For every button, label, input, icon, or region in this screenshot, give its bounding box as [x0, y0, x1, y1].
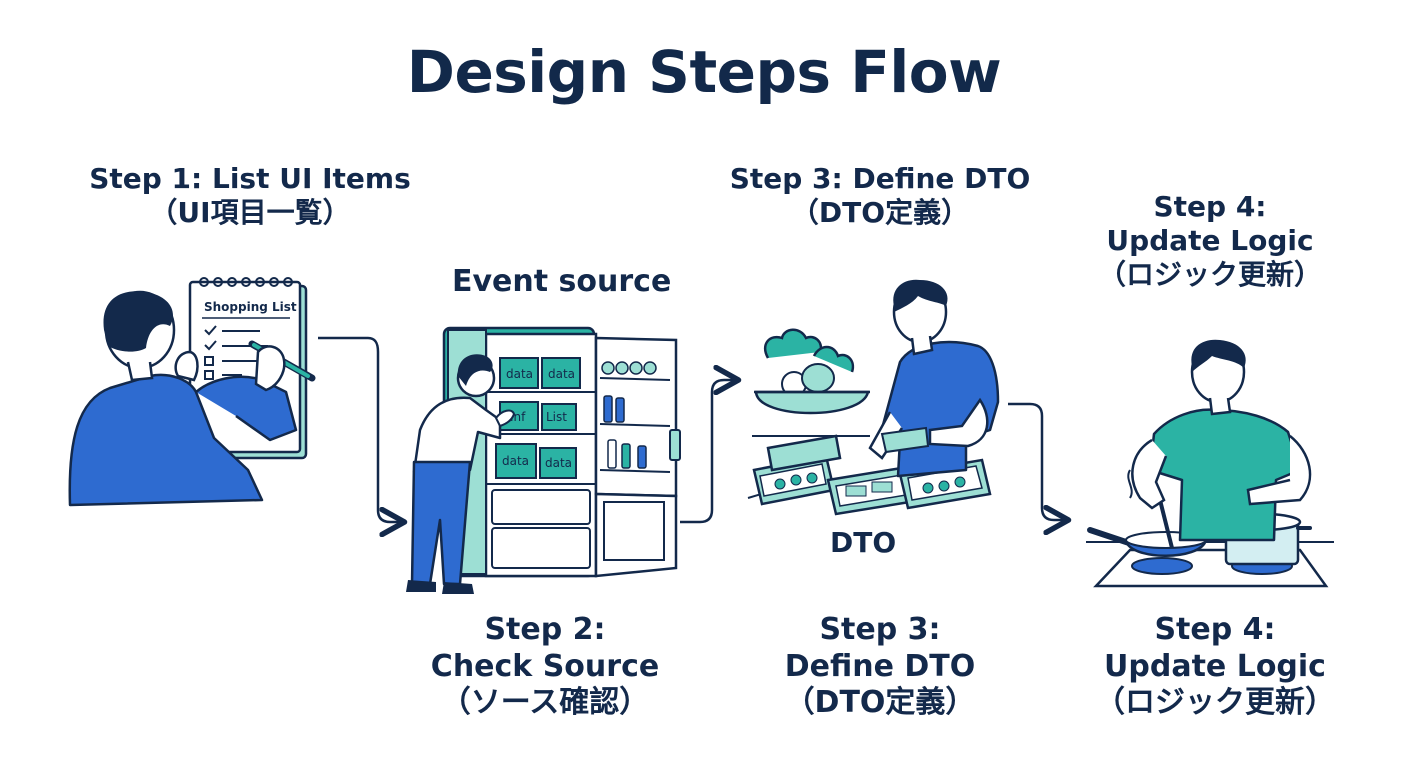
salad-bowl-icon: [754, 328, 870, 415]
step1-illustration: Shopping List: [68, 277, 316, 507]
step2-illustration: data data Inf List data data: [406, 326, 681, 594]
flow-arrow-3: [1008, 402, 1066, 520]
fridge-tag: data: [502, 454, 529, 468]
notepad-title: Shopping List: [204, 300, 297, 314]
fridge-tag: data: [545, 456, 572, 470]
dto-container-icon: [752, 434, 992, 516]
step1-subtitle: （UI項目一覧）: [149, 196, 351, 230]
flow-arrow-1: [318, 336, 402, 522]
step4-top-title: Step 4:: [1153, 190, 1267, 223]
step3-name: Define DTO: [784, 648, 976, 684]
step2-caption: Step 2: Check Source （ソース確認）: [380, 612, 710, 722]
person-cooking: [1131, 339, 1312, 542]
step3-top-subtitle: （DTO定義）: [790, 196, 970, 230]
step3-title: Step 3:: [819, 612, 941, 647]
flow-arrow-2: [680, 380, 736, 524]
step3-caption: Step 3: Define DTO （DTO定義）: [740, 612, 1020, 722]
person-packing: [868, 279, 1000, 478]
step4-top-subtitle: Update Logic: [1106, 224, 1314, 258]
step4-top-caption: Step 4: Update Logic （ロジック更新）: [1040, 190, 1380, 292]
step3-top-title: Step 3: Define DTO: [729, 162, 1031, 195]
fridge-tag: List: [546, 410, 567, 424]
step4-top-subtitle-jp: （ロジック更新）: [1097, 258, 1322, 292]
step4-subtitle: （ロジック更新）: [1095, 685, 1335, 721]
person-looking: [406, 354, 516, 594]
person-writing: [68, 290, 298, 507]
dto-label: DTO: [830, 526, 897, 559]
step4-caption: Step 4: Update Logic （ロジック更新）: [1060, 612, 1370, 722]
step1-caption: Step 1: List UI Items （UI項目一覧）: [40, 162, 460, 230]
step4-name: Update Logic: [1104, 648, 1326, 684]
fridge-tag: data: [506, 367, 533, 381]
page-title: Design Steps Flow: [406, 38, 1002, 106]
fridge-tag: data: [548, 367, 575, 381]
step2-name: Check Source: [430, 648, 660, 684]
step3-illustration: [747, 279, 1000, 516]
event-source-label: Event source: [452, 264, 672, 299]
step4-illustration: [1086, 339, 1334, 588]
step3-subtitle: （DTO定義）: [784, 685, 976, 721]
step3-top-caption: Step 3: Define DTO （DTO定義）: [680, 162, 1080, 230]
step2-title: Step 2:: [484, 612, 606, 647]
step1-title: Step 1: List UI Items: [89, 162, 411, 195]
step2-subtitle: （ソース確認）: [440, 685, 650, 721]
step4-title: Step 4:: [1154, 612, 1276, 647]
